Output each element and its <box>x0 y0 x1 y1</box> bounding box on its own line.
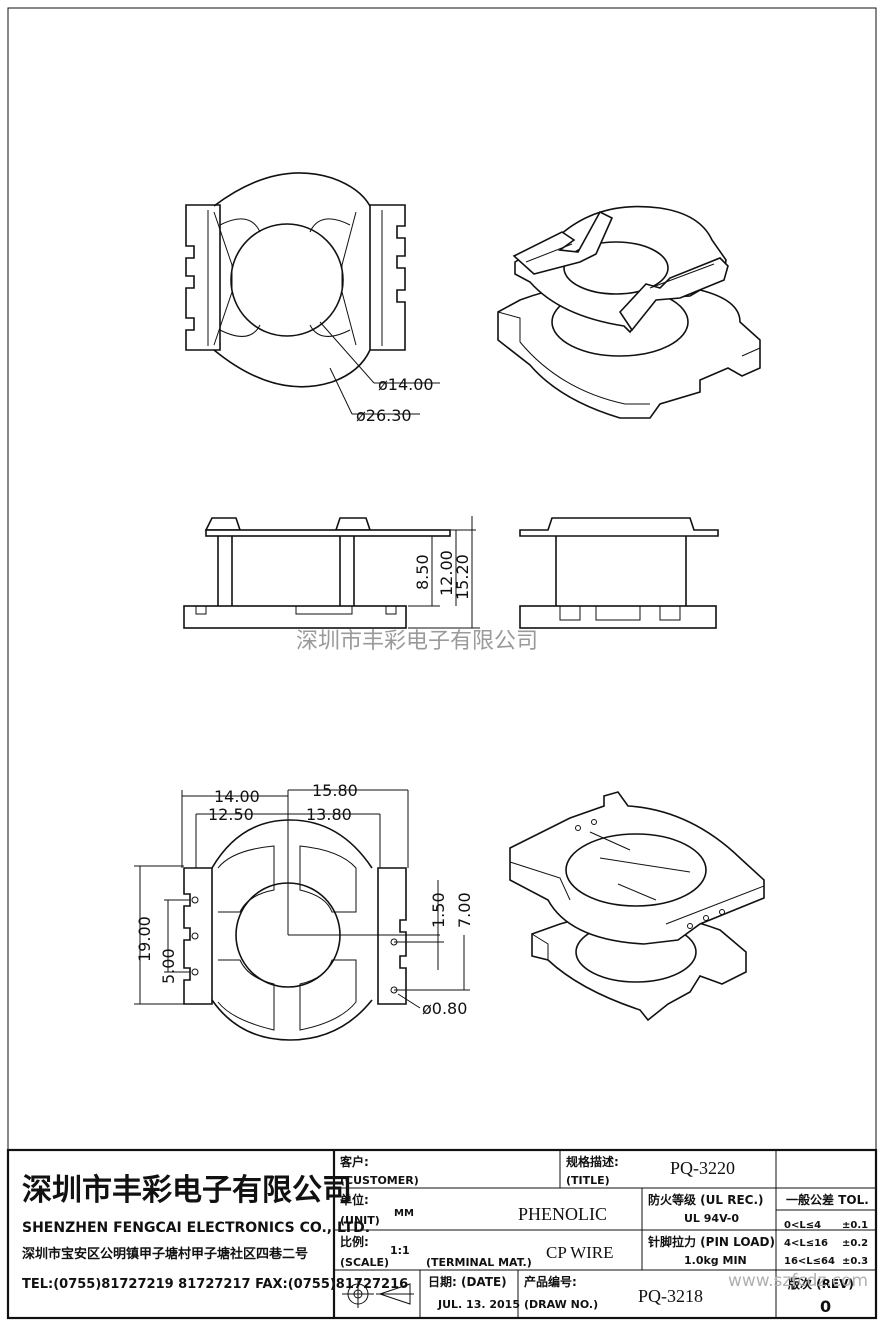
iso-view-top <box>497 205 761 419</box>
draw-no-value: PQ-3218 <box>638 1286 703 1306</box>
rev-value: 0 <box>820 1297 831 1316</box>
title-label-en: (TITLE) <box>566 1174 610 1187</box>
dim-bottom-w-left: 14.00 <box>214 787 260 806</box>
dim-bottom-offset: 1.50 <box>429 892 448 928</box>
material-value: PHENOLIC <box>518 1204 607 1224</box>
rev-label: 版次 (REV) <box>788 1276 854 1291</box>
scale-value: 1:1 <box>390 1244 410 1257</box>
bottom-view: 14.00 15.80 12.50 13.80 19.00 5.00 1.50 … <box>134 781 474 1041</box>
dim-bottom-inner-right: 13.80 <box>306 805 352 824</box>
projection-symbol-icon <box>342 1280 414 1308</box>
company-address: 深圳市宝安区公明镇甲子塘村甲子塘社区四巷二号 <box>22 1246 308 1262</box>
dim-bottom-w-right: 15.80 <box>312 781 358 800</box>
dim-outer-dia: ø26.30 <box>356 406 412 425</box>
title-block: 深圳市丰彩电子有限公司 SHENZHEN FENGCAI ELECTRONICS… <box>6 1148 878 1320</box>
side-view-right <box>519 517 719 629</box>
company-name-en: SHENZHEN FENGCAI ELECTRONICS CO., LTD. <box>22 1220 370 1236</box>
dim-bottom-span: 7.00 <box>455 892 474 928</box>
draw-no-label-cn: 产品编号: <box>524 1274 577 1289</box>
customer-label-cn: 客户: <box>339 1154 369 1169</box>
drawing-frame <box>7 7 877 1319</box>
tol-range-2: 4<L≤16 <box>784 1238 828 1249</box>
title-value: PQ-3220 <box>670 1158 735 1178</box>
unit-value: MM <box>394 1208 414 1219</box>
dim-pin-dia: ø0.80 <box>422 999 467 1018</box>
ul-value: UL 94V-0 <box>684 1212 739 1225</box>
dim-side-h2: 12.00 <box>437 550 456 596</box>
dim-bottom-pitch: 5.00 <box>159 948 178 984</box>
company-name-cn: 深圳市丰彩电子有限公司 <box>22 1173 352 1208</box>
date-label: 日期: (DATE) <box>428 1274 507 1289</box>
customer-label-en: (CUSTOMER) <box>340 1174 419 1187</box>
terminal-label: (TERMINAL MAT.) <box>426 1256 532 1269</box>
tol-range-1: 0<L≤4 <box>784 1220 821 1231</box>
terminal-value: CP WIRE <box>546 1243 614 1262</box>
dim-bottom-inner-left: 12.50 <box>208 805 254 824</box>
unit-label-cn: 单位: <box>340 1192 369 1207</box>
unit-label-en: (UNIT) <box>340 1214 380 1227</box>
tol-value-2: ±0.2 <box>842 1238 868 1249</box>
draw-no-label-en: (DRAW NO.) <box>524 1298 598 1311</box>
watermark: 深圳市丰彩电子有限公司 <box>296 629 538 654</box>
company-contacts: TEL:(0755)81727219 81727217 FAX:(0755)81… <box>22 1277 408 1292</box>
dim-side-h3: 15.20 <box>453 554 472 600</box>
tol-range-3: 16<L≤64 <box>784 1256 835 1267</box>
dim-bottom-height: 19.00 <box>135 916 154 962</box>
dim-side-h1: 8.50 <box>413 554 432 590</box>
inner-bore-circle <box>230 223 344 337</box>
pin-load-label: 针脚拉力 (PIN LOAD) <box>648 1234 775 1249</box>
ul-label: 防火等级 (UL REC.) <box>648 1192 764 1207</box>
side-view-left: 8.50 12.00 15.20 <box>183 516 480 629</box>
pin-load-value: 1.0kg MIN <box>684 1254 747 1267</box>
scale-label-cn: 比例: <box>340 1234 369 1249</box>
tol-label: 一般公差 TOL. <box>786 1192 869 1207</box>
tol-value-3: ±0.3 <box>842 1256 868 1267</box>
dim-inner-dia: ø14.00 <box>378 375 434 394</box>
date-value: JUL. 13. 2015 <box>437 1298 520 1311</box>
title-label-cn: 规格描述: <box>566 1154 619 1169</box>
site-watermark: www.szfcdz.com <box>728 1271 868 1291</box>
tol-value-1: ±0.1 <box>842 1220 868 1231</box>
top-view: ø14.00 ø26.30 <box>185 172 440 425</box>
scale-label-en: (SCALE) <box>340 1256 389 1269</box>
iso-view-bottom <box>509 791 765 1022</box>
